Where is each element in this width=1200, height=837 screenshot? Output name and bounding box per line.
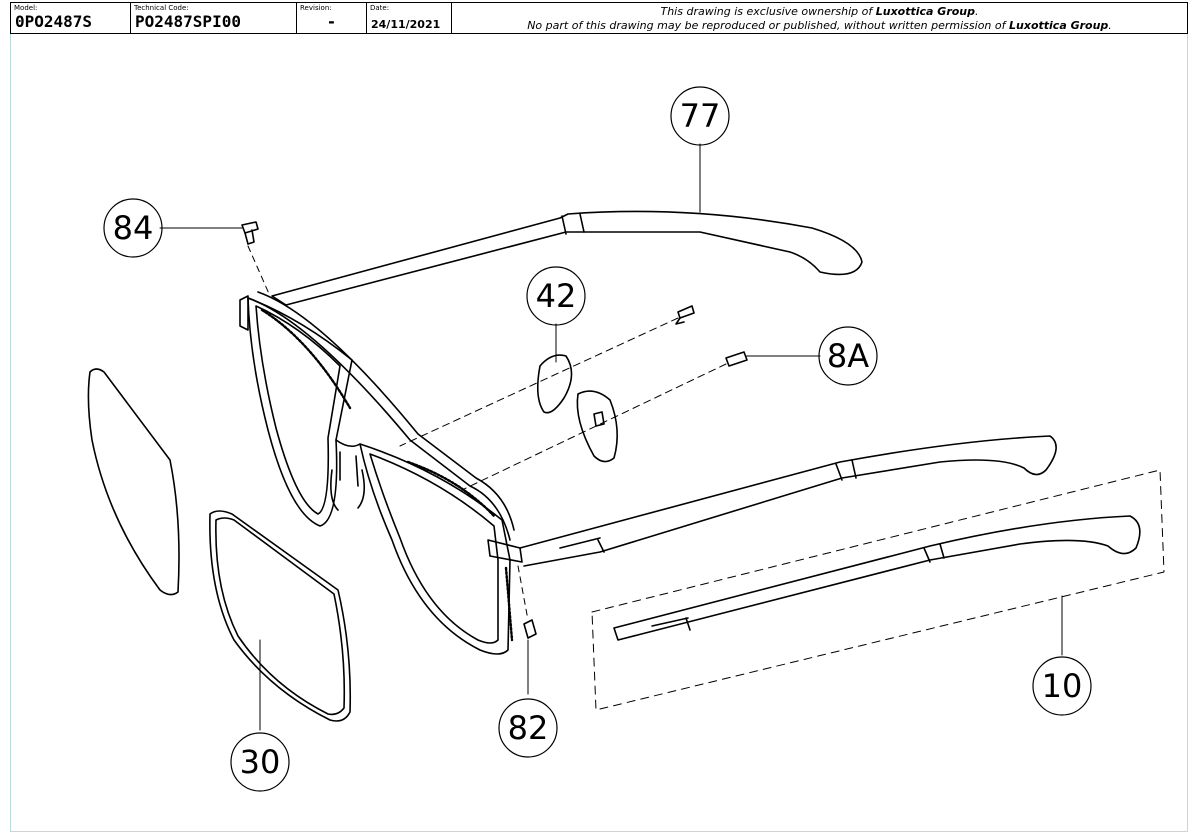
callout-30-label: 30 [240,743,281,781]
callout-30: 30 [230,732,290,792]
model-value: 0PO2487S [15,12,93,31]
revision-cell: Revision: - [297,3,367,33]
callout-10-label: 10 [1042,667,1083,705]
callout-10: 10 [1032,656,1092,716]
pad-screw-8a-part [725,351,748,367]
date-cell: Date: 24/11/2021 [367,3,452,33]
notice-line-2-text: No part of this drawing may be reproduce… [527,19,1010,32]
lens-back-part [87,368,180,596]
callout-77: 77 [670,86,730,146]
hinge-screw-82-part [523,619,537,639]
callout-42: 42 [526,266,586,326]
temple-left-part [519,435,1057,567]
title-block: Model: 0PO2487S Technical Code: PO2487SP… [10,2,1188,34]
ownership-notice: This drawing is exclusive ownership of L… [452,3,1187,33]
pad-screw-42-part [675,305,695,325]
notice-line-1-owner: Luxottica Group [875,5,976,18]
temple-10-part [591,469,1165,711]
date-label: Date: [370,4,390,12]
lens-30-part [209,510,352,722]
frame-front-part [239,291,523,655]
revision-label: Revision: [300,4,332,12]
model-cell: Model: 0PO2487S [11,3,131,33]
technical-code-value: PO2487SPI00 [135,12,241,31]
hinge-screw-84-part [241,221,259,245]
notice-line-1-text: This drawing is exclusive ownership of [660,5,876,18]
notice-line-1: This drawing is exclusive ownership of L… [452,5,1187,19]
notice-line-2: No part of this drawing may be reproduce… [452,19,1187,33]
notice-line-2-owner: Luxottica Group [1009,19,1109,32]
date-value: 24/11/2021 [371,18,441,31]
notice-line-2-end: . [1108,19,1112,32]
callout-8a: 8A [818,326,878,386]
leader-lines [159,143,1063,731]
callout-42-label: 42 [536,277,577,315]
callout-82: 82 [498,698,558,758]
callout-82-label: 82 [508,709,549,747]
temple-77-part [271,210,863,306]
callout-77-label: 77 [680,97,721,135]
callout-8a-label: 8A [827,337,869,375]
model-label: Model: [14,4,38,12]
notice-line-1-end: . [975,5,979,18]
technical-code-label: Technical Code: [134,4,189,12]
technical-code-cell: Technical Code: PO2487SPI00 [131,3,297,33]
nose-pads-part [536,354,618,463]
callout-84-label: 84 [113,209,154,247]
callout-84: 84 [103,198,163,258]
revision-value: - [326,12,337,31]
